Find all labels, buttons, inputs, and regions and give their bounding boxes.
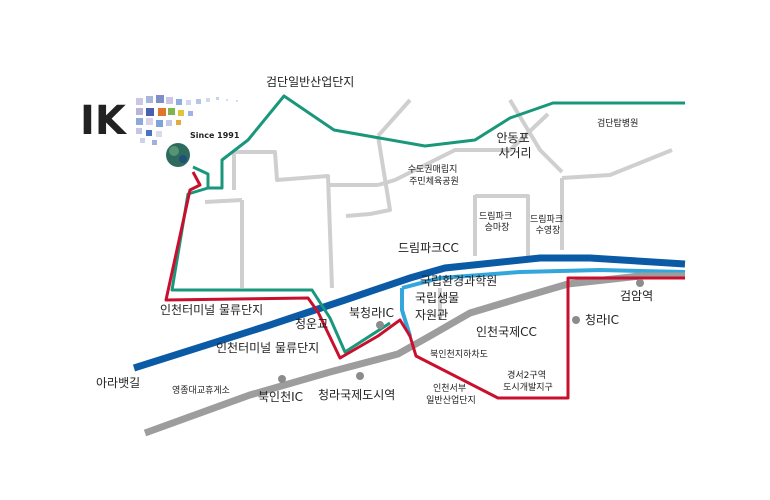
label-bukincheon-ic: 북인천IC — [258, 389, 303, 404]
label-env-science-institute: 국립환경과학원 — [420, 274, 497, 288]
local-roads — [204, 98, 673, 320]
label-andongpo-line2: 사거리 — [498, 146, 531, 160]
label-bukincheon-underpass: 북인천지하차도 — [430, 348, 488, 360]
geomam-dot — [636, 279, 644, 287]
label-andongpo-line1: 안동포 — [497, 131, 530, 145]
station-dots — [278, 279, 644, 383]
green-route-south — [170, 186, 391, 354]
label-bio-resources-line2: 자원관 — [415, 308, 448, 322]
label-gyeongseo2-line1: 경서2구역 — [507, 369, 546, 381]
arabaetgil-road — [132, 254, 686, 372]
label-andongpo: 안동포 사거리 — [497, 131, 534, 160]
red-route — [164, 171, 685, 400]
label-gyeongseo2-line2: 도시개발지구 — [503, 382, 553, 393]
cheongna-ic-dot — [572, 316, 580, 324]
label-incheon-terminal-upper: 인천터미널 물류단지 — [160, 302, 263, 317]
map-labels: 검단일반산업단지 검단탑병원 안동포 사거리 수도권매립지 주민체육공원 드림파… — [96, 75, 653, 406]
label-dreampark-horse-line1: 드림파크 — [479, 210, 512, 222]
label-geomam-station: 검암역 — [620, 289, 653, 303]
label-gyeongseo2: 경서2구역 도시개발지구 — [503, 369, 553, 393]
ik-logo: IK — [80, 95, 240, 167]
label-cheongna-intl-city-station: 청라국제도시역 — [318, 388, 395, 402]
label-cheongna-ic-east: 청라IC — [585, 313, 619, 327]
label-incheon-terminal-lower: 인천터미널 물류단지 — [216, 340, 319, 355]
label-yeongjong-rest: 영종대교휴게소 — [172, 385, 230, 396]
label-dreampark-horse-line2: 승마장 — [485, 222, 510, 233]
label-incheon-west-industrial: 인천서부 일반산업단지 — [426, 383, 476, 406]
label-dreampark-pool: 드림파크 수영장 — [530, 213, 566, 236]
label-sudogwon-park-line2: 주민체육공원 — [409, 176, 459, 187]
light-blue-road — [400, 267, 686, 337]
label-bio-resources-line1: 국립생물 — [415, 291, 459, 305]
logo-since: Since 1991 — [190, 131, 240, 140]
bukcheongna-ic-dot — [376, 321, 384, 329]
label-dreampark-pool-line1: 드림파크 — [530, 213, 563, 225]
label-dreampark-pool-line2: 수영장 — [536, 225, 561, 236]
label-arabaetgil: 아라뱃길 — [96, 376, 140, 390]
logo-pixel-swirl — [136, 95, 238, 145]
logo-wordmark: IK — [80, 98, 128, 144]
airport-rail-line — [143, 272, 685, 437]
label-incheon-west-industrial-line1: 인천서부 — [433, 383, 466, 394]
label-sudogwon-park-line1: 수도권매립지 — [408, 163, 458, 175]
label-geomdan-industrial: 검단일반산업단지 — [266, 75, 354, 89]
label-bio-resources: 국립생물 자원관 — [415, 291, 463, 322]
label-dreampark-horse: 드림파크 승마장 — [479, 210, 515, 233]
bukincheon-ic-dot — [278, 375, 286, 383]
label-incheon-west-industrial-line2: 일반산업단지 — [426, 395, 476, 406]
globe-icon — [166, 143, 190, 167]
label-dreampark-cc: 드림파크CC — [398, 241, 459, 255]
label-geomdan-top-hospital: 검단탑병원 — [597, 117, 638, 129]
label-incheon-cc: 인천국제CC — [476, 324, 537, 339]
label-sudogwon-park: 수도권매립지 주민체육공원 — [408, 163, 461, 187]
label-bukcheongna-ic: 북청라IC — [349, 306, 394, 320]
cheongna-intl-city-dot — [356, 372, 364, 380]
label-cheongungyo: 청운교 — [295, 317, 328, 331]
